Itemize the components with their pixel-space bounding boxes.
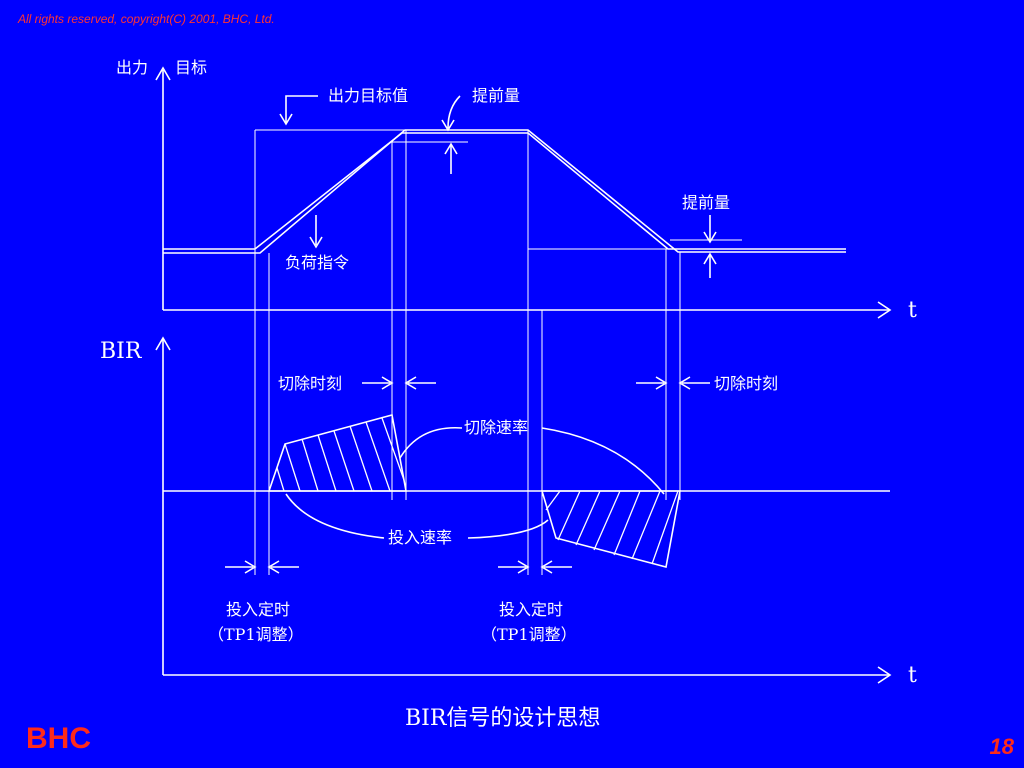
bir-positive-hatch [276,417,405,492]
diagram-caption: BIR信号的设计思想 [405,706,600,731]
timing-left-arrowhead-2 [267,560,280,574]
advance-label-top: 提前量 [472,86,520,105]
input-timing-right-note: （TP1调整） [481,625,577,644]
input-timing-left-label: 投入定时 [226,600,290,619]
cut-left-arrowhead-2 [404,376,417,390]
target-value-label: 出力目标值 [328,86,408,105]
input-timing-left-note: （TP1调整） [208,625,304,644]
bir-negative-hatch [545,490,679,565]
top-y-label-output: 出力 [116,58,148,77]
advance-up-arrowhead [444,142,458,155]
input-timing-right-label: 投入定时 [499,600,563,619]
load-command-line [163,132,846,250]
target-callout-arrowhead [279,113,293,126]
timing-right-arrowhead-2 [540,560,553,574]
cut-rate-curve [399,426,463,459]
bottom-x-axis-arrowhead [877,666,892,684]
bottom-y-label-bir: BIR [100,339,143,364]
advance-down-arrowhead [441,119,455,132]
timing-right-arrowhead-1 [517,560,530,574]
input-rate-curve-left [285,493,385,539]
cut-time-right-label: 切除时刻 [714,374,778,393]
cut-rate-label: 切除速率 [464,418,528,437]
advance-right-up-arrowhead [703,252,717,265]
load-callout-arrowhead [309,236,323,249]
bir-positive-region [267,414,407,492]
bir-negative-region [540,490,681,568]
advance-right-down-arrowhead [703,231,717,244]
top-t-label: t [908,298,917,323]
top-y-label-target: 目标 [175,58,207,77]
copyright-notice: All rights reserved, copyright(C) 2001, … [18,12,275,26]
timing-left-arrowhead-1 [244,560,257,574]
page-number: 18 [989,734,1014,759]
input-rate-label: 投入速率 [388,528,452,547]
cut-right-arrowhead-1 [655,376,668,390]
advance-label-right: 提前量 [682,193,730,212]
load-command-label: 负荷指令 [285,253,349,272]
cut-time-left-label: 切除时刻 [278,374,342,393]
cut-left-arrowhead-1 [381,376,394,390]
target-callout-bracket [285,95,318,124]
brand-logo: BHC [26,722,91,755]
top-y-axis-arrowhead [155,66,171,81]
bottom-y-axis-arrowhead [155,336,171,351]
output-target-line [163,129,846,254]
advance-callout-curve [447,95,461,129]
bottom-t-label: t [908,663,917,688]
cut-rate-curve-right [541,427,665,495]
top-x-axis-arrowhead [877,301,892,319]
cut-right-arrowhead-2 [678,376,691,390]
input-rate-curve-right [467,519,549,539]
